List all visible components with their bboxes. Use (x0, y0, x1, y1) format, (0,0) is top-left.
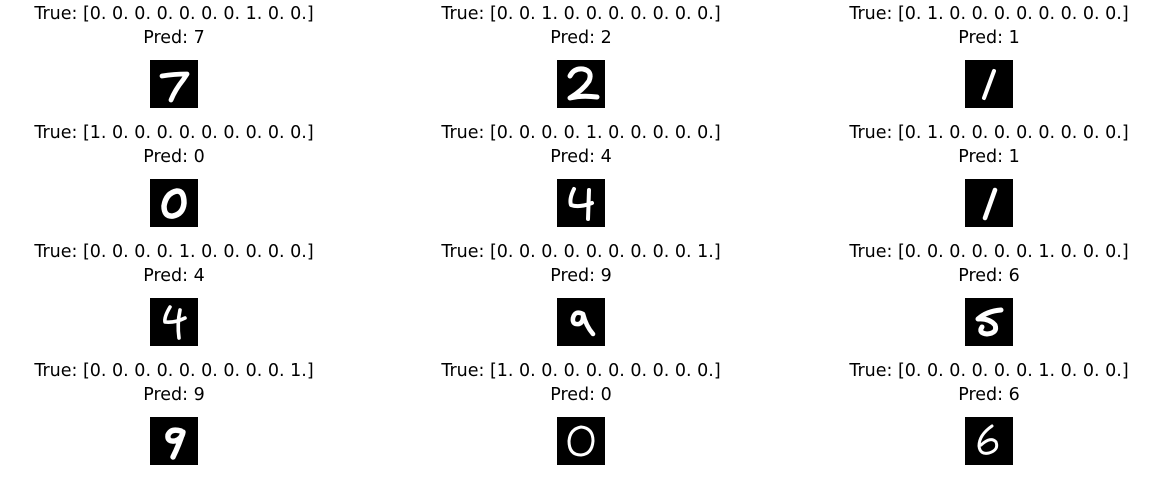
digit-image-1 (965, 179, 1013, 227)
sample-cell-10: True: [0. 0. 0. 0. 0. 0. 0. 0. 0. 1.] Pr… (0, 357, 367, 476)
digit-image-4 (557, 179, 605, 227)
true-label-text: True: [0. 0. 0. 0. 0. 0. 0. 0. 0. 1.] (34, 361, 314, 381)
digit-image-2 (557, 60, 605, 108)
pred-label-text: Pred: 7 (143, 28, 205, 48)
pred-label-text: Pred: 6 (958, 266, 1020, 286)
digit-image-1 (965, 60, 1013, 108)
digit-image-9 (557, 298, 605, 346)
sample-cell-4: True: [1. 0. 0. 0. 0. 0. 0. 0. 0. 0.] Pr… (0, 119, 367, 238)
pred-label-text: Pred: 6 (958, 385, 1020, 405)
pred-label-text: Pred: 4 (550, 147, 612, 167)
pred-label-text: Pred: 9 (550, 266, 612, 286)
true-label-text: True: [0. 0. 0. 0. 0. 0. 0. 1. 0. 0.] (34, 4, 314, 24)
digit-image-4 (150, 298, 198, 346)
pred-label-text: Pred: 1 (958, 147, 1020, 167)
true-label-text: True: [0. 0. 0. 0. 1. 0. 0. 0. 0. 0.] (441, 123, 721, 143)
sample-cell-12: True: [0. 0. 0. 0. 0. 0. 1. 0. 0. 0.] Pr… (796, 357, 1159, 476)
pred-label-text: Pred: 1 (958, 28, 1020, 48)
pred-label-text: Pred: 0 (550, 385, 612, 405)
true-label-text: True: [0. 0. 0. 0. 1. 0. 0. 0. 0. 0.] (34, 242, 314, 262)
pred-label-text: Pred: 9 (143, 385, 205, 405)
true-label-text: True: [0. 0. 1. 0. 0. 0. 0. 0. 0. 0.] (441, 4, 721, 24)
digit-image-5 (965, 298, 1013, 346)
pred-label-text: Pred: 4 (143, 266, 205, 286)
sample-cell-5: True: [0. 0. 0. 0. 1. 0. 0. 0. 0. 0.] Pr… (388, 119, 774, 238)
sample-cell-9: True: [0. 0. 0. 0. 0. 0. 1. 0. 0. 0.] Pr… (796, 238, 1159, 357)
sample-cell-3: True: [0. 1. 0. 0. 0. 0. 0. 0. 0. 0.] Pr… (796, 0, 1159, 119)
true-label-text: True: [0. 0. 0. 0. 0. 0. 1. 0. 0. 0.] (849, 242, 1129, 262)
pred-label-text: Pred: 0 (143, 147, 205, 167)
true-label-text: True: [1. 0. 0. 0. 0. 0. 0. 0. 0. 0.] (441, 361, 721, 381)
sample-cell-11: True: [1. 0. 0. 0. 0. 0. 0. 0. 0. 0.] Pr… (388, 357, 774, 476)
sample-cell-8: True: [0. 0. 0. 0. 0. 0. 0. 0. 0. 1.] Pr… (388, 238, 774, 357)
digit-image-0 (557, 417, 605, 465)
sample-cell-7: True: [0. 0. 0. 0. 1. 0. 0. 0. 0. 0.] Pr… (0, 238, 367, 357)
sample-cell-2: True: [0. 0. 1. 0. 0. 0. 0. 0. 0. 0.] Pr… (388, 0, 774, 119)
digit-image-0 (150, 179, 198, 227)
sample-cell-6: True: [0. 1. 0. 0. 0. 0. 0. 0. 0. 0.] Pr… (796, 119, 1159, 238)
sample-cell-1: True: [0. 0. 0. 0. 0. 0. 0. 1. 0. 0.] Pr… (0, 0, 367, 119)
true-label-text: True: [0. 0. 0. 0. 0. 0. 0. 0. 0. 1.] (441, 242, 721, 262)
digit-image-9 (150, 417, 198, 465)
true-label-text: True: [0. 0. 0. 0. 0. 0. 1. 0. 0. 0.] (849, 361, 1129, 381)
true-label-text: True: [0. 1. 0. 0. 0. 0. 0. 0. 0. 0.] (849, 4, 1129, 24)
true-label-text: True: [0. 1. 0. 0. 0. 0. 0. 0. 0. 0.] (849, 123, 1129, 143)
true-label-text: True: [1. 0. 0. 0. 0. 0. 0. 0. 0. 0.] (34, 123, 314, 143)
pred-label-text: Pred: 2 (550, 28, 612, 48)
digit-image-6 (965, 417, 1013, 465)
digit-image-7 (150, 60, 198, 108)
